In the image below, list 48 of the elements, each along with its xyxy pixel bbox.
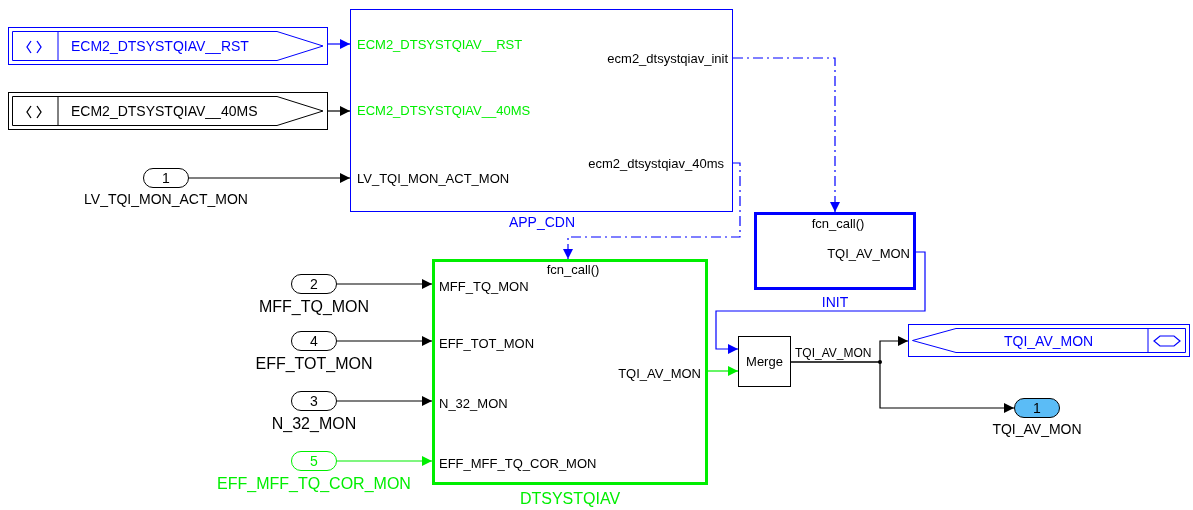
- inport-block: 5: [291, 451, 337, 471]
- block-name: INIT: [821, 294, 849, 310]
- function-call-line: [563, 162, 741, 260]
- signal-line: [336, 396, 433, 406]
- signal-name: ECM2_DTSYSTQIAV__40MS: [71, 103, 258, 119]
- function-call-line: [732, 57, 840, 213]
- subsystem-block: [754, 212, 916, 290]
- port-label: ECM2_DTSYSTQIAV__40MS: [357, 103, 531, 119]
- subsystem-block: [350, 9, 733, 212]
- signal-name: TQI_AV_MON: [1004, 333, 1094, 349]
- signal-line: [327, 39, 351, 49]
- inport-block: 1: [143, 168, 189, 188]
- inport-block: 2: [291, 274, 337, 294]
- port-label: LV_TQI_MON_ACT_MON: [357, 171, 510, 187]
- signal-line: [715, 251, 926, 354]
- block-name: MFF_TQ_MON: [258, 297, 370, 317]
- block-name: EFF_TOT_MON: [255, 354, 373, 374]
- signal-line: [188, 173, 351, 183]
- inport-block: 4: [291, 331, 337, 351]
- port-label: ecm2_dtsystqiav_init: [607, 51, 728, 67]
- subsystem-block: [432, 259, 708, 485]
- signal-line: [336, 279, 433, 289]
- port-label: EFF_MFF_TQ_COR_MON: [439, 456, 597, 472]
- port-label: fcn_call(): [811, 216, 865, 232]
- signal-line: [707, 366, 739, 376]
- signal-line: [336, 456, 433, 466]
- block-name: APP_CDN: [508, 214, 576, 230]
- signal-name: ECM2_DTSYSTQIAV__RST: [71, 38, 249, 54]
- merge-block: Merge: [738, 336, 791, 387]
- port-label: N_32_MON: [439, 396, 508, 412]
- block-name: TQI_AV_MON: [992, 421, 1082, 437]
- port-label: fcn_call(): [546, 262, 600, 278]
- block-name: EFF_MFF_TQ_COR_MON: [217, 474, 411, 494]
- port-label: EFF_TOT_MON: [439, 336, 535, 352]
- port-label: MFF_TQ_MON: [439, 279, 529, 295]
- port-label: ECM2_DTSYSTQIAV__RST: [357, 37, 523, 53]
- signal-line: [327, 106, 351, 116]
- port-label: TQI_AV_MON: [827, 246, 910, 262]
- inport-block: 3: [291, 391, 337, 411]
- block-name: LV_TQI_MON_ACT_MON: [84, 191, 248, 207]
- port-label: ecm2_dtsystqiav_40ms: [588, 156, 724, 172]
- block-name: N_32_MON: [271, 414, 357, 434]
- signal-line: [790, 361, 1015, 413]
- port-label: TQI_AV_MON: [618, 366, 701, 382]
- block-name: DTSYSTQIAV: [519, 489, 621, 509]
- outport-block: 1: [1014, 398, 1060, 418]
- signal-line: [336, 336, 433, 346]
- edge-label: TQI_AV_MON: [795, 346, 872, 360]
